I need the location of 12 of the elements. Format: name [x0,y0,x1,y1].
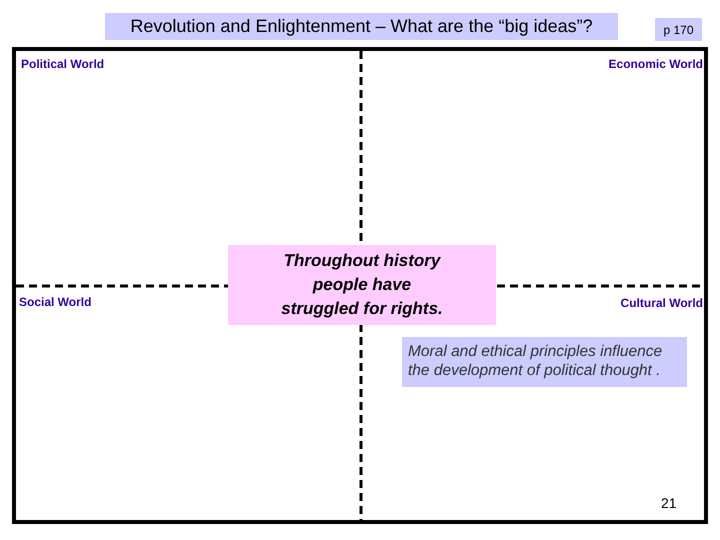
quadrant-heading: Economic World [608,57,703,71]
page-number: 21 [661,495,677,511]
idea-text: Moral and ethical principles influence the development of political thought . [408,342,664,380]
quadrant-heading: Social World [19,295,92,309]
quadrant-frame [12,47,708,524]
central-statement: Throughout history people have struggled for rights. [280,250,444,320]
big-idea-box [402,337,687,387]
central-idea-box [228,245,496,325]
page-reference-tag: p 170 [655,18,702,41]
title-banner: Revolution and Enlightenment – What are the “big ideas”? [105,13,618,40]
quadrant-heading: Political World [21,57,104,71]
quadrant-heading: Cultural World [620,296,703,310]
